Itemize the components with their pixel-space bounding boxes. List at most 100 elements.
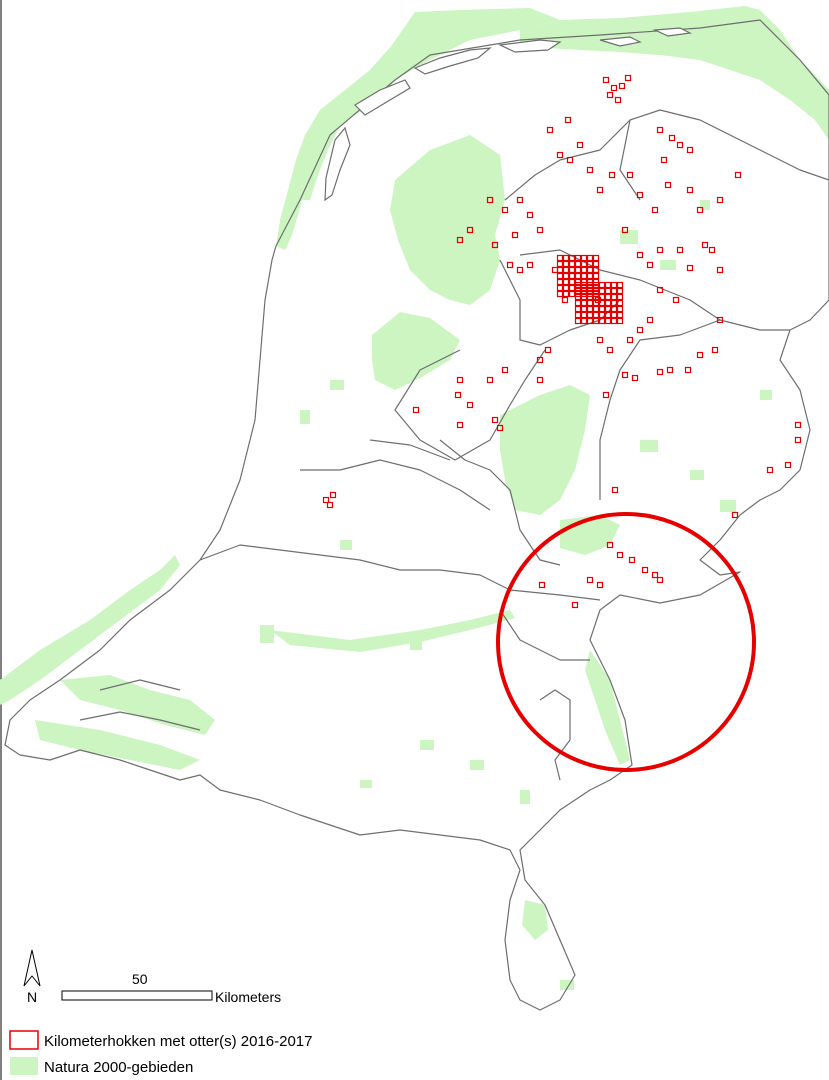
otter-km-square: [716, 316, 724, 324]
otter-km-square: [592, 254, 600, 262]
otter-km-square: [574, 254, 582, 262]
otter-km-square: [621, 371, 629, 379]
otter-km-square: [592, 293, 600, 301]
otter-km-square: [556, 290, 564, 298]
otter-km-square: [501, 206, 509, 214]
otter-km-square: [511, 231, 519, 239]
otter-km-square: [562, 290, 570, 298]
wadden-islands: [324, 27, 693, 202]
otter-km-squares: [322, 74, 802, 609]
otter-km-square: [708, 246, 716, 254]
otter-km-square: [766, 466, 774, 474]
otter-km-square: [466, 226, 474, 234]
otter-km-square: [556, 284, 564, 292]
otter-km-square: [616, 293, 624, 301]
otter-km-square: [656, 246, 664, 254]
otter-km-square: [610, 311, 618, 319]
otter-km-square: [516, 266, 524, 274]
otter-km-square: [616, 305, 624, 313]
otter-km-square: [598, 281, 606, 289]
otter-km-square: [660, 156, 668, 164]
otter-km-square: [496, 424, 504, 432]
otter-km-square: [686, 186, 694, 194]
otter-km-square: [586, 317, 594, 325]
otter-km-square: [329, 491, 337, 499]
legend-label-otter: Kilometerhokken met otter(s) 2016-2017: [44, 1033, 312, 1050]
otter-km-square: [598, 305, 606, 313]
otter-km-square: [604, 293, 612, 301]
otter-km-square: [592, 311, 600, 319]
otter-km-square: [580, 293, 588, 301]
otter-km-square: [672, 296, 680, 304]
otter-km-square: [668, 134, 676, 142]
otter-km-square: [610, 287, 618, 295]
otter-km-square: [641, 566, 649, 574]
otter-km-square: [602, 391, 610, 399]
otter-km-square: [562, 278, 570, 286]
otter-km-square: [701, 241, 709, 249]
otter-km-square: [322, 496, 330, 504]
otter-km-square: [561, 296, 569, 304]
otter-km-square: [566, 156, 574, 164]
otter-km-square: [580, 317, 588, 325]
otter-km-square: [568, 272, 576, 280]
otter-km-square: [456, 376, 464, 384]
otter-km-square: [598, 293, 606, 301]
otter-km-square: [574, 281, 582, 289]
otter-km-square: [466, 401, 474, 409]
otter-km-square: [562, 254, 570, 262]
otter-km-square: [628, 556, 636, 564]
otter-km-square: [598, 311, 606, 319]
scale-bar-value: 50: [132, 971, 148, 987]
otter-km-square: [568, 266, 576, 274]
otter-km-square: [610, 84, 618, 92]
otter-km-square: [568, 278, 576, 286]
otter-km-square: [556, 266, 564, 274]
otter-km-square: [556, 260, 564, 268]
otter-km-square: [610, 293, 618, 301]
otter-km-square: [562, 266, 570, 274]
otter-km-square: [604, 281, 612, 289]
otter-km-square: [604, 317, 612, 325]
otter-km-square: [562, 272, 570, 280]
otter-km-square: [676, 141, 684, 149]
otter-km-square: [636, 191, 644, 199]
otter-km-square: [586, 293, 594, 301]
otter-km-square: [716, 266, 724, 274]
otter-km-square: [326, 501, 334, 509]
otter-km-square: [676, 246, 684, 254]
otter-km-square: [631, 374, 639, 382]
otter-km-square: [656, 576, 664, 584]
natura-2000-areas: [0, 6, 829, 990]
otter-km-square: [556, 151, 564, 159]
otter-km-square: [684, 366, 692, 374]
otter-km-square: [574, 287, 582, 295]
legend-swatch-natura: [10, 1057, 38, 1075]
otter-km-square: [664, 181, 672, 189]
otter-km-square: [544, 346, 552, 354]
otter-km-square: [580, 299, 588, 307]
otter-km-square: [596, 336, 604, 344]
otter-km-square: [574, 299, 582, 307]
otter-km-square: [626, 336, 634, 344]
otter-km-square: [516, 196, 524, 204]
otter-km-square: [794, 436, 802, 444]
otter-km-square: [586, 287, 594, 295]
otter-km-square: [656, 368, 664, 376]
otter-km-square: [586, 299, 594, 307]
province-boundaries: [4, 19, 829, 1011]
otter-km-square: [580, 272, 588, 280]
otter-km-square: [538, 581, 546, 589]
otter-km-square: [616, 311, 624, 319]
otter-km-square: [696, 351, 704, 359]
otter-km-square: [592, 299, 600, 307]
otter-km-square: [592, 305, 600, 313]
otter-km-square: [568, 254, 576, 262]
otter-km-square: [656, 126, 664, 134]
otter-km-square: [586, 272, 594, 280]
otter-km-square: [616, 281, 624, 289]
otter-km-square: [592, 260, 600, 268]
otter-km-square: [586, 311, 594, 319]
otter-km-square: [598, 287, 606, 295]
otter-km-square: [614, 96, 622, 104]
